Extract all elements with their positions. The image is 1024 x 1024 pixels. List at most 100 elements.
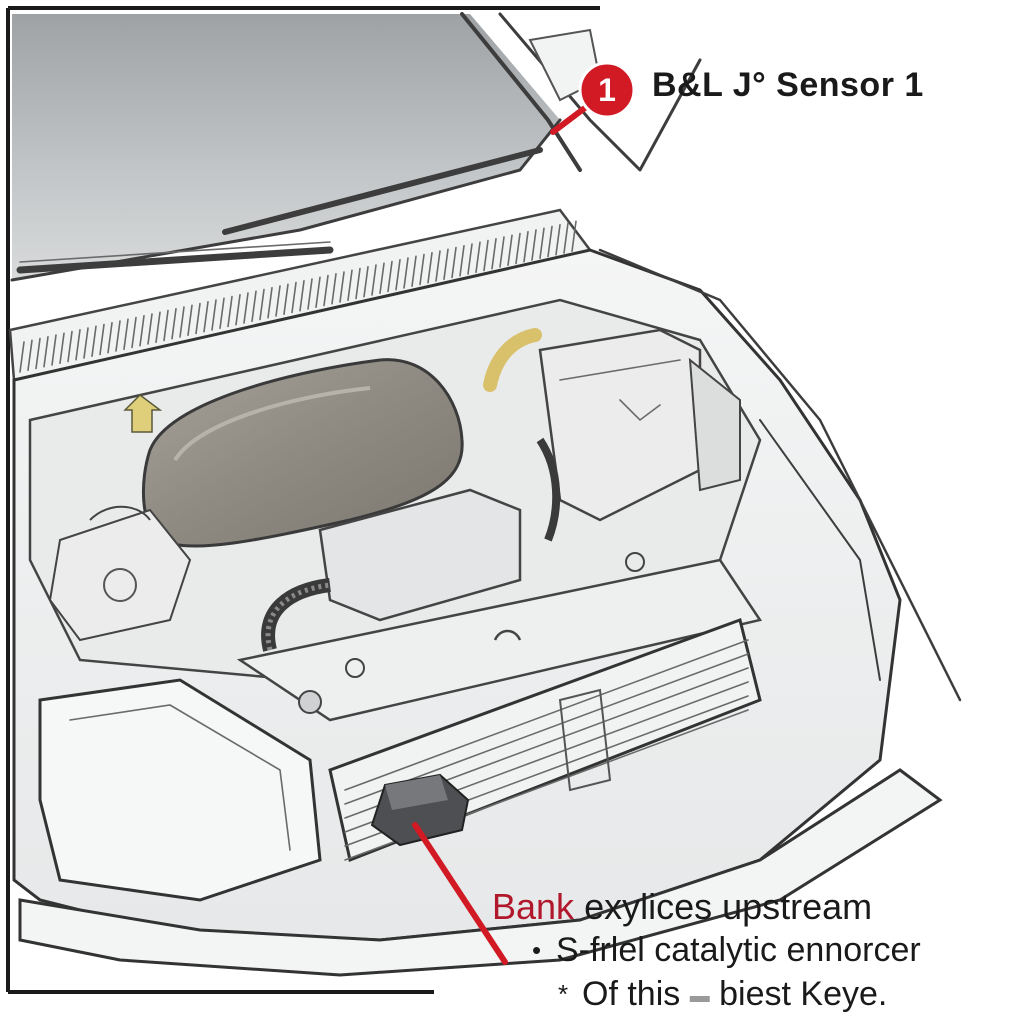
vent-slat [283,283,289,316]
caption-line-1-text: S-frlel catalytic ennorcer [556,931,921,969]
vent-slat [107,321,113,354]
intake-manifold [261,437,561,652]
vent-slat [547,225,553,258]
vent-slat [443,248,449,281]
vent-slat [35,337,41,370]
vent-slat [75,328,81,361]
vent-slat [147,313,153,345]
caption-heading: Bank exylices upstream [492,886,1012,928]
vent-slat [259,288,265,321]
vent-slat [515,232,521,265]
vent-slat [243,292,249,324]
bullet-2: * [558,979,569,1009]
downstream-sensor [370,773,470,847]
callout-label: B&L J° Sensor 1 [652,66,924,104]
radiator-support [236,552,763,722]
vent-slat [251,290,257,323]
vent-slat [123,318,129,351]
wiper-blades [16,147,543,274]
callout-badge: 1 [578,61,636,119]
vent-slat [99,323,105,356]
vent-slat [355,267,361,300]
vent-slat [379,262,385,295]
intake-tube [483,328,542,392]
vent-slat [155,311,161,344]
vent-slat [67,330,73,363]
vent-slat [307,278,313,310]
smudge-mark: ▬ [689,985,710,1008]
frame-border [6,6,600,994]
vent-slat [571,220,577,253]
front-bumper [18,768,943,977]
vent-slat [339,271,345,303]
caption-line-2-text: Of this [582,975,681,1013]
vent-slat [43,335,49,368]
caption-line-2-text-after: biest Keye. [709,975,888,1013]
caption-block: Bank exylices upstream • S-frlel catalyti… [492,886,1012,1018]
vent-slat [539,227,545,260]
vent-slat [27,339,33,372]
vent-slat [83,327,89,359]
callout-pointer-downstream [412,822,508,965]
vent-slat [475,241,481,274]
grille-slat [344,639,749,791]
vent-slat [315,276,321,309]
vent-slat [459,244,465,277]
vent-slat [419,253,425,286]
vent-slat [219,297,225,330]
vent-slat [299,279,305,312]
windshield [10,14,562,282]
vent-slat [323,274,329,307]
vent-slat [163,309,169,342]
vent-slat [179,306,185,338]
bullet-1: • [532,935,542,965]
grille-slat [344,653,749,805]
vent-slat [371,264,377,296]
vent-slat [555,223,561,256]
vent-slat [499,236,505,268]
vent-slat [235,293,241,326]
vent-slat [139,314,145,347]
vent-slat [395,258,401,291]
caption-line-2: * Of this ▬ biest Keye. [558,972,1012,1018]
vent-slat [403,257,409,289]
air-filter-box [48,505,192,642]
vent-slat [203,300,209,333]
vent-slat [523,230,529,263]
vent-slat [451,246,457,279]
vent-slat [347,269,353,302]
vent-slat [171,307,177,340]
vent-slat [427,251,433,284]
vent-slat [491,237,497,270]
oil-cap-arrow [123,394,163,433]
headlight [38,678,322,902]
vent-slat [387,260,393,293]
caption-heading-accent: Bank [492,886,575,927]
vent-slat [267,286,273,319]
vent-slat [115,320,121,352]
vent-slat [275,285,281,317]
vent-slat [195,302,201,335]
vent-slat [19,341,25,373]
vent-slat [435,250,441,282]
vent-slat [59,332,65,365]
vent-slat [363,265,369,298]
vent-slat [507,234,513,267]
caption-line-1: • S-frlel catalytic ennorcer [532,928,1012,972]
vent-slat [211,299,217,331]
battery-box [538,328,741,522]
vent-slat [227,295,233,328]
callout-badge-number: 1 [598,72,616,108]
vent-slat [91,325,97,358]
vent-slat [563,222,569,254]
vent-slat [483,239,489,272]
vent-slat [131,316,137,349]
vent-slat [331,272,337,305]
vent-slat [291,281,297,314]
vent-slat [467,243,473,275]
cowl-vent [8,208,593,382]
vent-slat [531,229,537,261]
vent-slat [411,255,417,288]
